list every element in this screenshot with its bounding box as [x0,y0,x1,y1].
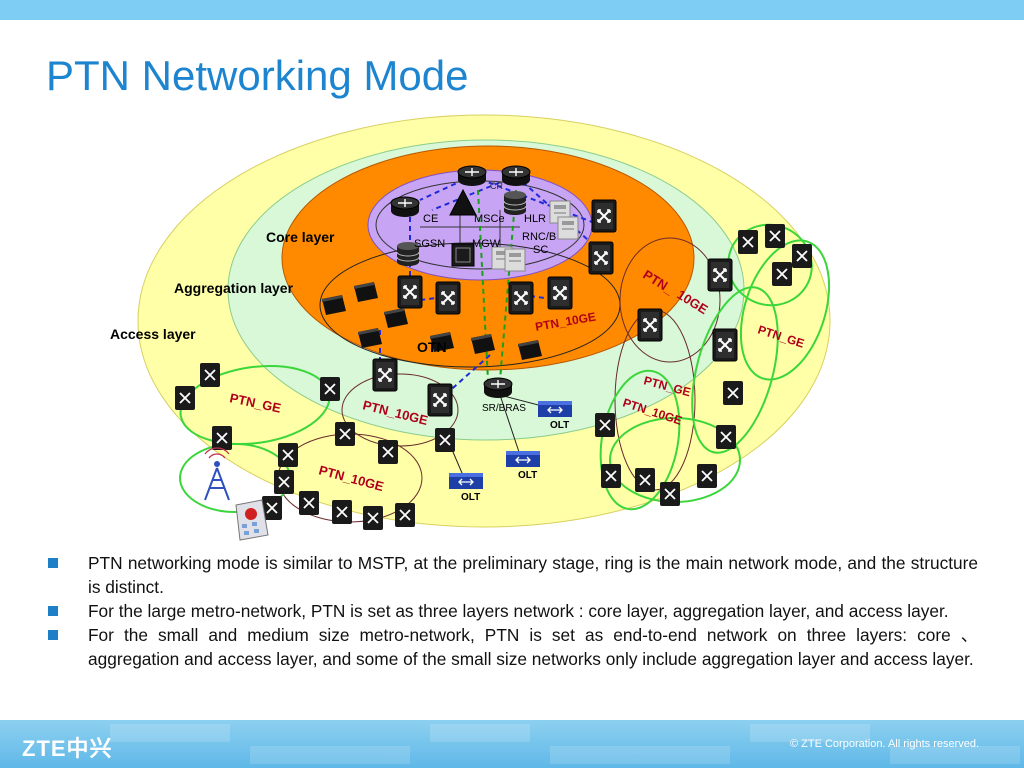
bullet-text: For the large metro-network, PTN is set … [88,601,949,621]
zte-logo: ZTE中兴 [22,736,113,761]
access-layer-label: Access layer [110,326,196,342]
msce-label: MSCe [474,213,505,225]
antenna-tower-icon [204,447,230,501]
mgw-label: MGW [472,238,501,250]
footer-bar [0,720,1024,768]
otn-label: OTN [417,339,447,355]
bullet-item: PTN networking mode is similar to MSTP, … [48,551,978,599]
rnc-bsc-label-line2: SC [533,244,548,256]
network-diagram: Core layer Aggregation layer Access laye… [110,114,831,541]
bullet-square-icon [48,630,58,640]
olt-label-1: OLT [550,420,569,431]
building-icon [235,499,269,541]
top-accent-band [0,0,1024,20]
hlr-label: HLR [524,213,546,225]
bullet-text: PTN networking mode is similar to MSTP, … [88,553,978,597]
bullet-square-icon [48,558,58,568]
core-layer-label: Core layer [266,229,335,245]
sgsn-label: SGSN [414,238,445,250]
cr-label: CR [490,181,503,191]
bullet-square-icon [48,606,58,616]
bullet-item: For the large metro-network, PTN is set … [48,599,978,623]
rnc-bsc-label-line1: RNC/B [522,231,556,243]
ce-label: CE [423,213,438,225]
sr-bras-label: SR/BRAS [482,403,526,414]
bullet-item: For the small and medium size metro-netw… [48,623,978,671]
olt-label-3: OLT [461,492,480,503]
olt-label-2: OLT [518,470,537,481]
bullet-list: PTN networking mode is similar to MSTP, … [48,551,978,671]
footer-tile-pattern [110,724,1020,764]
copyright-text: © ZTE Corporation. All rights reserved. [790,738,980,750]
aggregation-layer-label: Aggregation layer [174,280,294,296]
network-diagram-svg: Core layer Aggregation layer Access laye… [110,114,831,541]
bullet-text: For the small and medium size metro-netw… [88,625,978,669]
page-title: PTN Networking Mode [46,52,469,99]
